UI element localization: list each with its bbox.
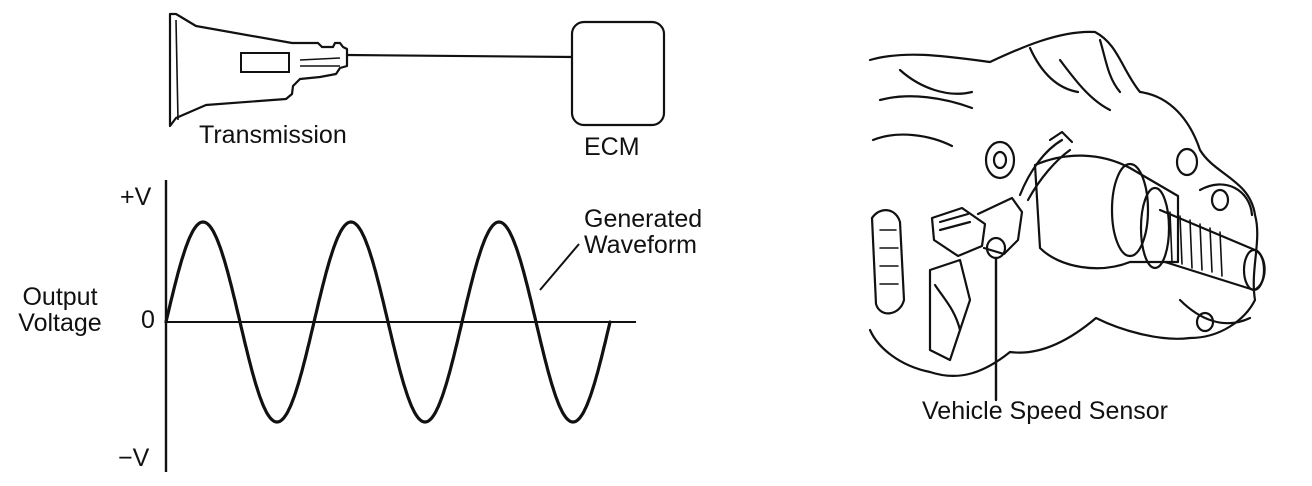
y-axis-title: Output Voltage [14, 284, 106, 337]
sensor-illustration [868, 30, 1266, 402]
signal-wire [346, 53, 575, 59]
speed-sensor-body [976, 196, 1024, 256]
extension-housing [1033, 154, 1180, 270]
sensor-connector [930, 206, 987, 258]
callout-leader-line [539, 243, 580, 291]
tick-label-zero: 0 [141, 306, 155, 334]
generated-waveform-line [164, 220, 612, 424]
sensor-caption: Vehicle Speed Sensor [922, 397, 1169, 425]
waveform-callout-line2: Waveform [584, 231, 697, 260]
ecm-box [570, 20, 666, 127]
output-shaft [1158, 208, 1266, 292]
tick-label-plus-v: +V [120, 183, 152, 211]
waveform-callout: Generated Waveform [584, 206, 702, 259]
waveform-callout-line1: Generated [584, 205, 703, 233]
y-axis-title-line1: Output [22, 283, 98, 311]
y-axis-title-line2: Voltage [18, 309, 102, 338]
tick-label-minus-v: −V [118, 444, 150, 472]
transmission-body [168, 12, 349, 128]
transmission-label: Transmission [199, 121, 347, 149]
speed-sensor-block [240, 52, 290, 73]
wire-harness [1018, 138, 1072, 202]
housing-outline [868, 30, 1259, 377]
ecm-label: ECM [584, 133, 640, 161]
